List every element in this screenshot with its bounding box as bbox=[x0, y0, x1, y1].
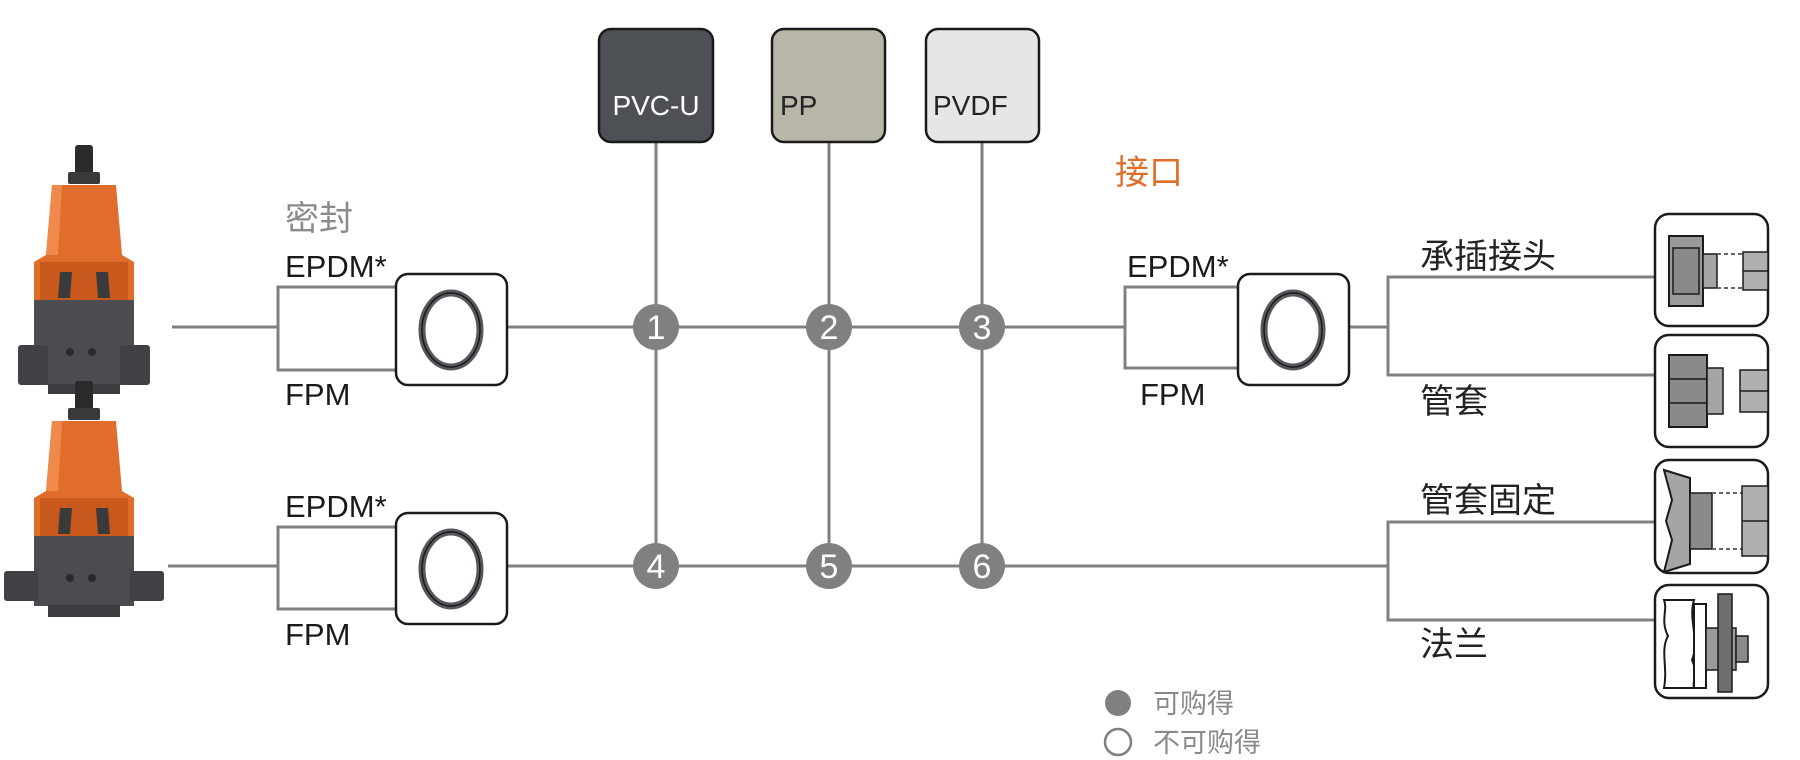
node-label: 1 bbox=[647, 309, 666, 347]
seal-fpm-label-1: FPM bbox=[285, 377, 350, 412]
node-1: 1 bbox=[633, 304, 679, 350]
material-pp: PP bbox=[770, 27, 887, 144]
pressure-relief-valve-icon bbox=[18, 145, 150, 394]
o-ring-box-1 bbox=[394, 272, 509, 387]
material-label-pp: PP bbox=[780, 90, 817, 121]
seal-bracket-2 bbox=[276, 525, 400, 611]
node-label: 5 bbox=[820, 548, 839, 586]
connection-label-union: 管套 bbox=[1420, 382, 1488, 422]
connection-heading: 接口 bbox=[1115, 153, 1183, 193]
legend-not-available-label: 不可购得 bbox=[1153, 728, 1261, 759]
legend-filled-icon bbox=[1105, 690, 1131, 716]
pp-swatch bbox=[770, 27, 887, 144]
material-pvdf: PVDF bbox=[924, 27, 1041, 144]
valve-top bbox=[18, 145, 150, 394]
node-2: 2 bbox=[806, 304, 852, 350]
node-4: 4 bbox=[633, 543, 679, 589]
node-3: 3 bbox=[959, 304, 1005, 350]
seal-fpm-label-3: FPM bbox=[1140, 377, 1205, 412]
pvc-u-swatch bbox=[597, 27, 715, 144]
node-label: 6 bbox=[973, 548, 992, 586]
node-6: 6 bbox=[959, 543, 1005, 589]
o-ring-box-3 bbox=[1236, 272, 1351, 387]
legend-available-label: 可购得 bbox=[1153, 689, 1234, 720]
pvdf-swatch bbox=[924, 27, 1041, 144]
union-icon bbox=[1653, 333, 1770, 449]
seal-fpm-label-2: FPM bbox=[285, 617, 350, 652]
material-pvc-u: PVC-U bbox=[597, 27, 715, 144]
valve-bottom bbox=[4, 381, 164, 617]
socket-joint-icon bbox=[1653, 212, 1770, 328]
node-label: 2 bbox=[820, 309, 839, 347]
connection-label-union-fixed: 管套固定 bbox=[1420, 481, 1556, 521]
node-label: 3 bbox=[973, 309, 992, 347]
connection-bracket-top bbox=[1386, 275, 1658, 377]
legend-hollow-icon bbox=[1103, 727, 1133, 757]
connection-label-flange: 法兰 bbox=[1420, 625, 1488, 665]
node-label: 4 bbox=[647, 548, 666, 586]
pressure-relief-valve-icon bbox=[4, 381, 164, 617]
seal-heading: 密封 bbox=[285, 199, 353, 239]
flange-icon bbox=[1653, 583, 1770, 700]
node-5: 5 bbox=[806, 543, 852, 589]
seal-epdm-label-3: EPDM* bbox=[1127, 249, 1229, 284]
seal-bracket-right bbox=[1123, 285, 1240, 370]
material-label-pvc-u: PVC-U bbox=[612, 90, 699, 121]
seal-bracket-1 bbox=[276, 285, 400, 372]
seal-epdm-label-1: EPDM* bbox=[285, 249, 387, 284]
seal-epdm-label-2: EPDM* bbox=[285, 489, 387, 524]
connection-label-socket: 承插接头 bbox=[1420, 237, 1556, 277]
o-ring-box-2 bbox=[394, 511, 509, 626]
connection-bracket-bottom bbox=[1386, 520, 1658, 622]
material-label-pvdf: PVDF bbox=[933, 90, 1008, 121]
union-fixed-icon bbox=[1653, 458, 1770, 575]
legend: 可购得 不可购得 bbox=[1103, 689, 1261, 759]
